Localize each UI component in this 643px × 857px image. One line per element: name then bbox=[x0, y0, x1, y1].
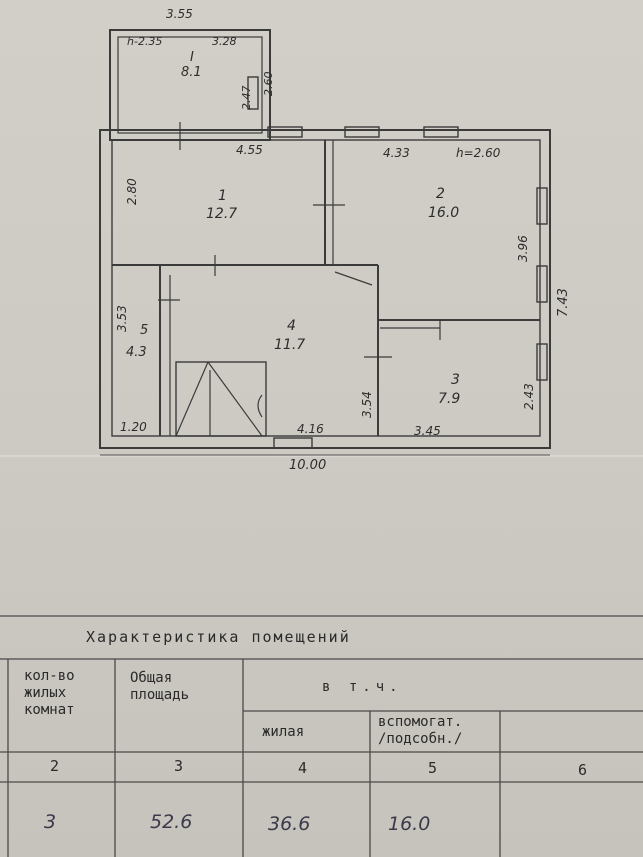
room-table-grid bbox=[0, 615, 643, 857]
stove-line bbox=[175, 361, 209, 437]
col-number-3: 3 bbox=[174, 757, 184, 775]
door-swing bbox=[334, 271, 373, 286]
stove-line bbox=[207, 361, 263, 437]
house-outer-wall bbox=[99, 129, 551, 449]
room-2-area: 16.0 bbox=[428, 205, 459, 221]
dim-room2-h: h=2.60 bbox=[456, 146, 501, 160]
col-number-6: 6 bbox=[578, 761, 588, 779]
col-number-5: 5 bbox=[428, 759, 438, 777]
dim-room3-height: 2.43 bbox=[522, 383, 536, 410]
room-5-number: 5 bbox=[140, 323, 148, 338]
dim-total-width: 10.00 bbox=[289, 458, 326, 473]
value-total-area: 52.6 bbox=[150, 811, 193, 833]
room-2-number: 2 bbox=[436, 186, 445, 202]
dim-room1-height: 2.80 bbox=[125, 178, 139, 205]
dim-veranda-side2: 2.47 bbox=[240, 86, 253, 111]
col-number-4: 4 bbox=[298, 759, 308, 777]
room-4-number: 4 bbox=[287, 318, 296, 334]
dim-room2-width: 4.33 bbox=[383, 146, 410, 160]
room-5-area: 4.3 bbox=[126, 345, 147, 360]
window bbox=[536, 265, 548, 303]
room-1-number: 1 bbox=[218, 188, 227, 204]
stove-arc bbox=[257, 394, 263, 418]
window bbox=[273, 437, 313, 449]
dim-room2-height: 3.96 bbox=[516, 235, 530, 262]
window bbox=[267, 126, 303, 138]
dim-veranda-h: h-2.35 bbox=[127, 35, 162, 48]
window bbox=[344, 126, 380, 138]
room-I-number: I bbox=[190, 50, 194, 65]
window bbox=[536, 187, 548, 225]
window bbox=[247, 76, 259, 110]
col3-header: Общая площадь bbox=[130, 670, 190, 703]
veranda-inner bbox=[117, 36, 263, 134]
dim-veranda-inner: 3.28 bbox=[212, 35, 237, 48]
dim-room3-width: 3.45 bbox=[414, 424, 441, 438]
room-4-area: 11.7 bbox=[274, 337, 305, 353]
col-number-2: 2 bbox=[50, 757, 60, 775]
col2-header: кол-во жилых комнат bbox=[24, 668, 75, 718]
value-living-rooms: 3 bbox=[44, 811, 57, 833]
group-header: в т.ч. bbox=[322, 679, 403, 695]
stove-block bbox=[175, 361, 267, 437]
room-3-area: 7.9 bbox=[438, 391, 460, 407]
dim-right-total: 7.43 bbox=[556, 288, 571, 317]
dim-veranda-width: 3.55 bbox=[166, 7, 193, 21]
dim-room5-width: 1.20 bbox=[120, 420, 147, 434]
dim-room4-width: 4.16 bbox=[297, 422, 324, 436]
paper-fold bbox=[0, 455, 643, 457]
value-aux-area: 16.0 bbox=[388, 813, 431, 835]
value-living-area: 36.6 bbox=[268, 813, 311, 835]
dim-veranda-side: 2.60 bbox=[262, 72, 275, 97]
dim-room4-height: 3.54 bbox=[360, 391, 374, 418]
window bbox=[536, 343, 548, 381]
window bbox=[423, 126, 459, 138]
col5-header: вспомогат. /подсобн./ bbox=[378, 714, 463, 747]
room-3-number: 3 bbox=[451, 372, 460, 388]
dim-room1-width: 4.55 bbox=[236, 143, 263, 157]
table-title: Характеристика помещений bbox=[86, 628, 351, 646]
room-1-area: 12.7 bbox=[206, 206, 237, 222]
dim-room5-height: 3.53 bbox=[115, 305, 129, 332]
room-I-area: 8.1 bbox=[181, 65, 202, 80]
col4-header: жилая bbox=[262, 724, 305, 740]
